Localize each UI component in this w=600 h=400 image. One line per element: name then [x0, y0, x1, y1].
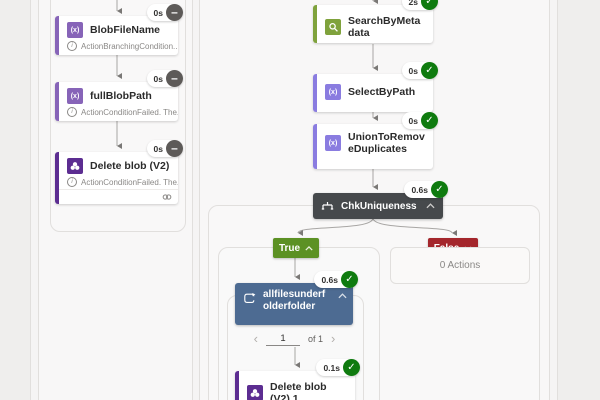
action-title: fullBlobPath: [90, 90, 152, 102]
action-title: Delete blob (V2): [90, 160, 170, 172]
duration-label: 0.6s: [321, 274, 338, 285]
status-badge[interactable]: 0s ✓: [401, 62, 438, 79]
prev-page-icon[interactable]: ‹: [253, 331, 258, 346]
duration-label: 0s: [153, 143, 163, 154]
accent-bar: [313, 124, 317, 169]
zero-actions-label: 0 Actions: [439, 260, 481, 271]
action-status-message: i ActionConditionFailed. The...: [55, 106, 178, 121]
info-icon: i: [67, 177, 77, 187]
action-card-selectbypath[interactable]: 0s ✓ (x) SelectByPath: [313, 62, 438, 112]
foreach-node-allfilesunderfolderfolder[interactable]: 0.6s ✓ allfilesunderfolderfolder: [235, 271, 358, 325]
action-title: SelectByPath: [348, 86, 416, 98]
info-icon: i: [67, 107, 77, 117]
condition-icon: [321, 201, 334, 210]
skipped-icon: –: [166, 4, 183, 21]
action-title: UnionToRemoveDuplicates: [348, 131, 425, 155]
skipped-icon: –: [166, 70, 183, 87]
success-icon: ✓: [421, 0, 438, 10]
card-footer: [59, 189, 178, 204]
duration-label: 0s: [408, 65, 418, 76]
success-icon: ✓: [421, 112, 438, 129]
variable-icon: (x): [67, 22, 83, 38]
skipped-icon: –: [166, 140, 183, 157]
accent-bar: [55, 16, 59, 55]
accent-bar: [55, 82, 59, 121]
action-title: BlobFileName: [90, 24, 161, 36]
action-card-delete-blob[interactable]: 0s – Delete blob (V2) i ActionConditionF…: [55, 140, 183, 204]
status-badge[interactable]: 0s ✓: [401, 112, 438, 129]
search-icon: [325, 19, 341, 35]
condition-title: ChkUniqueness: [341, 200, 417, 212]
true-label-text: True: [278, 242, 301, 254]
foreach-pagination: ‹ 1 of 1 ›: [227, 331, 362, 347]
status-badge[interactable]: 0s –: [146, 140, 183, 157]
action-status-message: i ActionConditionFailed. The...: [55, 176, 178, 191]
status-badge[interactable]: 2s ✓: [401, 0, 438, 10]
success-icon: ✓: [431, 181, 448, 198]
duration-label: 0.1s: [323, 362, 340, 373]
status-badge[interactable]: 0.6s ✓: [404, 181, 448, 198]
connection-icon: [162, 194, 172, 200]
duration-label: 0s: [408, 115, 418, 126]
success-icon: ✓: [421, 62, 438, 79]
accent-bar: [313, 5, 317, 43]
action-title: Delete blob (V2) 1: [270, 381, 327, 400]
accent-bar: [55, 152, 59, 204]
action-card-uniontoremoveduplicates[interactable]: 0s ✓ (x) UnionToRemoveDuplicates: [313, 112, 438, 169]
action-status-message: i ActionBranchingCondition...: [55, 40, 178, 55]
duration-label: 0s: [153, 73, 163, 84]
true-branch-label[interactable]: True: [273, 238, 319, 258]
info-icon: i: [67, 41, 77, 51]
action-title: SearchByMetadata: [348, 15, 421, 39]
variable-icon: (x): [67, 88, 83, 104]
blob-storage-icon: [67, 158, 83, 174]
action-card-fullblobpath[interactable]: 0s – (x) fullBlobPath i ActionConditionF…: [55, 70, 183, 121]
accent-bar: [235, 371, 239, 400]
select-icon: (x): [325, 84, 341, 100]
next-page-icon[interactable]: ›: [331, 331, 336, 346]
foreach-title: allfilesunderfolderfolder: [263, 289, 326, 312]
blob-storage-icon: [247, 385, 263, 400]
status-badge[interactable]: 0.1s ✓: [316, 359, 360, 376]
collapse-icon[interactable]: [338, 293, 347, 299]
page-number-input[interactable]: 1: [265, 333, 300, 346]
action-card-delete-blob-1[interactable]: 0.1s ✓ Delete blob (V2) 1: [235, 359, 360, 400]
status-badge[interactable]: 0s –: [146, 70, 183, 87]
success-icon: ✓: [343, 359, 360, 376]
success-icon: ✓: [341, 271, 358, 288]
false-branch-empty-card: 0 Actions: [390, 247, 530, 284]
accent-bar: [313, 74, 317, 112]
condition-node-chkuniqueness[interactable]: 0.6s ✓ ChkUniqueness: [313, 181, 448, 219]
duration-label: 2s: [408, 0, 418, 7]
action-card-blobfilename[interactable]: 0s – (x) BlobFileName i ActionBranchingC…: [55, 4, 183, 55]
union-icon: (x): [325, 135, 341, 151]
page-count-label: of 1: [307, 334, 323, 344]
foreach-icon: [244, 293, 256, 303]
duration-label: 0s: [153, 7, 163, 18]
chevron-up-icon: [305, 245, 313, 251]
status-badge[interactable]: 0.6s ✓: [314, 271, 358, 288]
action-card-searchbymetadata[interactable]: 2s ✓ SearchByMetadata: [313, 0, 438, 43]
collapse-icon[interactable]: [426, 203, 435, 209]
status-badge[interactable]: 0s –: [146, 4, 183, 21]
duration-label: 0.6s: [411, 184, 428, 195]
